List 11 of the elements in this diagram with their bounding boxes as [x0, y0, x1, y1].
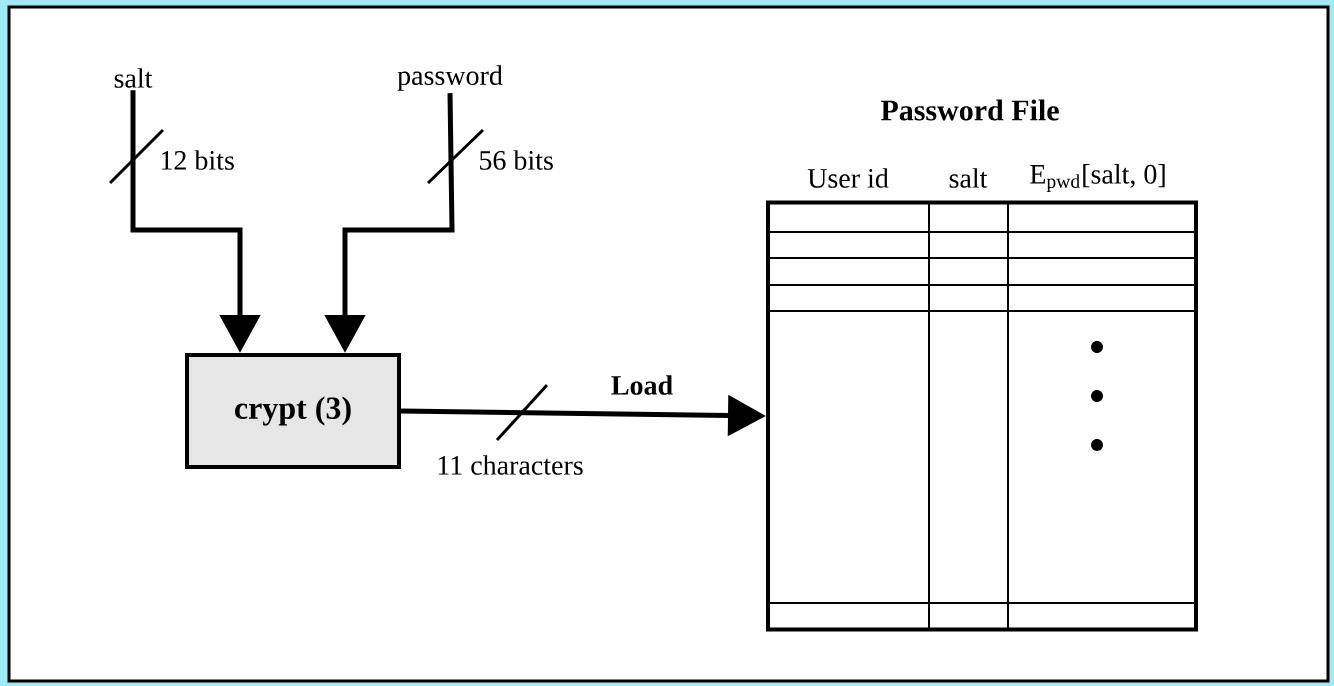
input-label: password [397, 65, 503, 91]
process-box: crypt (3) [185, 353, 401, 469]
column-header: E$_{pwd}$[salt, 0] [1030, 164, 1165, 192]
input-label: salt [114, 68, 153, 88]
edge-label: 56 bits [480, 150, 553, 170]
bus-width-label: 11 characters [438, 455, 583, 475]
column-header: salt [949, 168, 988, 188]
edge-label: Load [611, 375, 673, 395]
table-title: Password File [880, 99, 1059, 121]
column-header: User id [807, 168, 889, 188]
edge-label: 12 bits [161, 150, 234, 170]
